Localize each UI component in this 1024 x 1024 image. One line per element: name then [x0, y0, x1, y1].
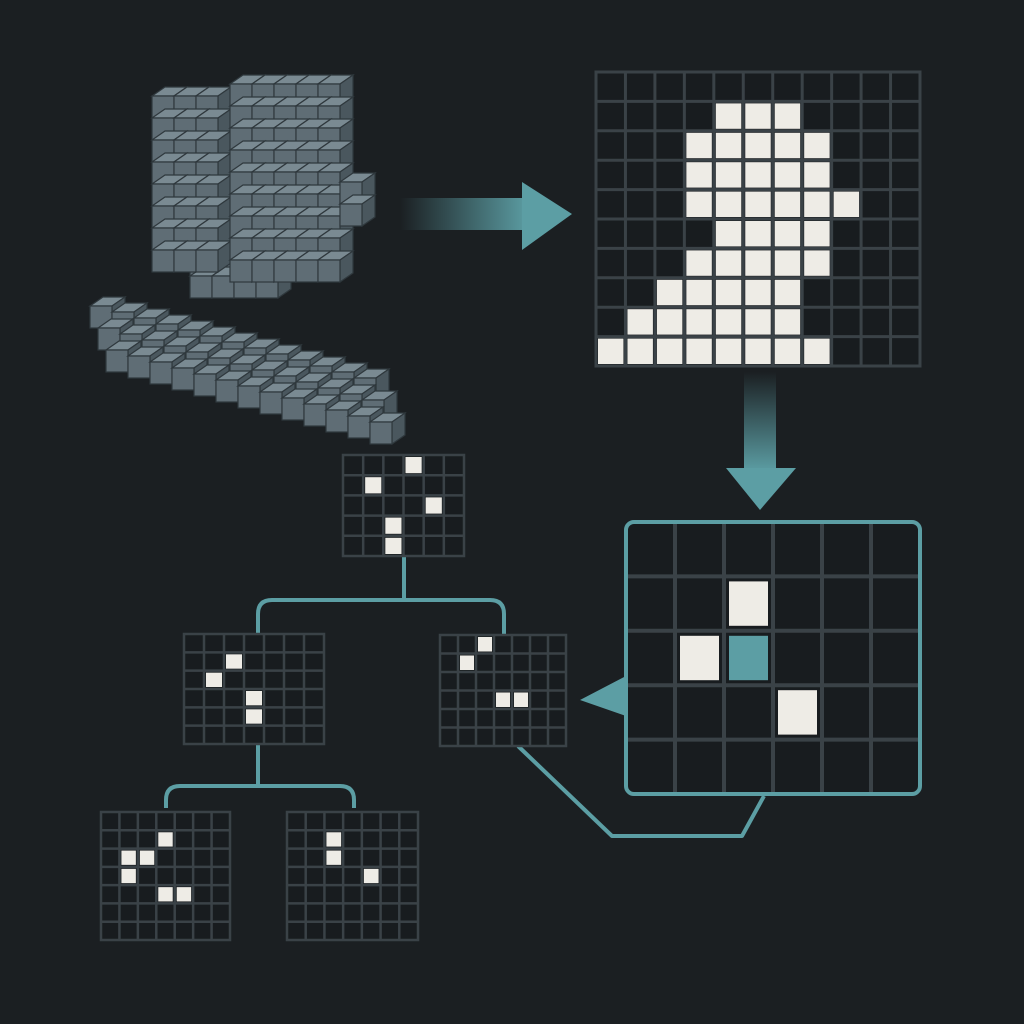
- filled-cell: [176, 887, 192, 902]
- filled-cell: [326, 850, 342, 865]
- tree-node-left: [182, 632, 326, 746]
- filled-cell: [686, 279, 712, 306]
- filled-cell: [833, 191, 860, 217]
- slice-grid: [594, 70, 922, 368]
- arrow-down-icon: [726, 372, 796, 510]
- tree-node-left-right: [285, 810, 420, 942]
- filled-cell: [715, 279, 742, 306]
- filled-cell: [745, 338, 771, 364]
- filled-cell: [715, 250, 742, 276]
- tree-node-left-left: [99, 810, 232, 942]
- arrow-right-icon: [400, 182, 572, 250]
- filled-cell: [686, 309, 712, 335]
- filled-cell: [715, 191, 742, 217]
- filled-cell: [206, 672, 222, 687]
- filled-cell: [686, 250, 712, 276]
- filled-cell: [804, 132, 830, 159]
- filled-cell: [729, 581, 768, 626]
- filled-cell: [774, 221, 801, 247]
- filled-cell: [656, 279, 683, 306]
- filled-cell: [326, 832, 342, 847]
- filled-cell: [715, 338, 742, 364]
- filled-cell: [745, 309, 771, 335]
- filled-cell: [715, 132, 742, 159]
- filled-cell: [478, 637, 492, 652]
- filled-cell: [778, 690, 817, 735]
- voxel-bust-icon: [88, 73, 407, 446]
- filled-cell: [627, 309, 653, 335]
- filled-cell: [246, 691, 262, 706]
- highlight-cell: [729, 635, 768, 681]
- filled-cell: [715, 103, 742, 129]
- filled-cell: [774, 132, 801, 159]
- filled-cell: [804, 191, 830, 217]
- filled-cell: [363, 868, 379, 884]
- filled-cell: [745, 162, 771, 188]
- filled-cell: [656, 338, 683, 364]
- filled-cell: [804, 250, 830, 276]
- filled-cell: [496, 692, 510, 707]
- filled-cell: [715, 309, 742, 335]
- filled-cell: [514, 692, 528, 707]
- filled-cell: [745, 221, 771, 247]
- zoom-panel: [580, 520, 922, 796]
- tree-node-right: [438, 633, 568, 748]
- filled-cell: [804, 221, 830, 247]
- filled-cell: [139, 850, 155, 865]
- filled-cell: [745, 103, 771, 129]
- filled-cell: [365, 477, 382, 494]
- filled-cell: [425, 497, 442, 514]
- filled-cell: [804, 338, 830, 364]
- filled-cell: [385, 517, 402, 534]
- filled-cell: [745, 191, 771, 217]
- filled-cell: [686, 132, 712, 159]
- filled-cell: [774, 279, 801, 306]
- filled-cell: [774, 191, 801, 217]
- filled-cell: [774, 162, 801, 188]
- filled-cell: [627, 338, 653, 364]
- filled-cell: [715, 162, 742, 188]
- tree-node-root: [341, 453, 466, 558]
- filled-cell: [774, 103, 801, 129]
- filled-cell: [121, 850, 136, 865]
- filled-cell: [460, 655, 474, 670]
- filled-cell: [246, 709, 262, 724]
- filled-cell: [226, 654, 242, 669]
- filled-cell: [385, 537, 402, 554]
- filled-cell: [745, 250, 771, 276]
- filled-cell: [715, 221, 742, 247]
- filled-cell: [774, 309, 801, 335]
- filled-cell: [405, 457, 422, 474]
- filled-cell: [686, 191, 712, 217]
- filled-cell: [686, 162, 712, 188]
- filled-cell: [745, 132, 771, 159]
- filled-cell: [598, 338, 624, 364]
- filled-cell: [656, 309, 683, 335]
- filled-cell: [121, 868, 136, 884]
- filled-cell: [774, 338, 801, 364]
- filled-cell: [745, 279, 771, 306]
- filled-cell: [686, 338, 712, 364]
- tree-connectors: [164, 556, 766, 838]
- filled-cell: [804, 162, 830, 188]
- filled-cell: [158, 832, 173, 847]
- filled-cell: [158, 887, 173, 902]
- filled-cell: [680, 635, 719, 681]
- filled-cell: [774, 250, 801, 276]
